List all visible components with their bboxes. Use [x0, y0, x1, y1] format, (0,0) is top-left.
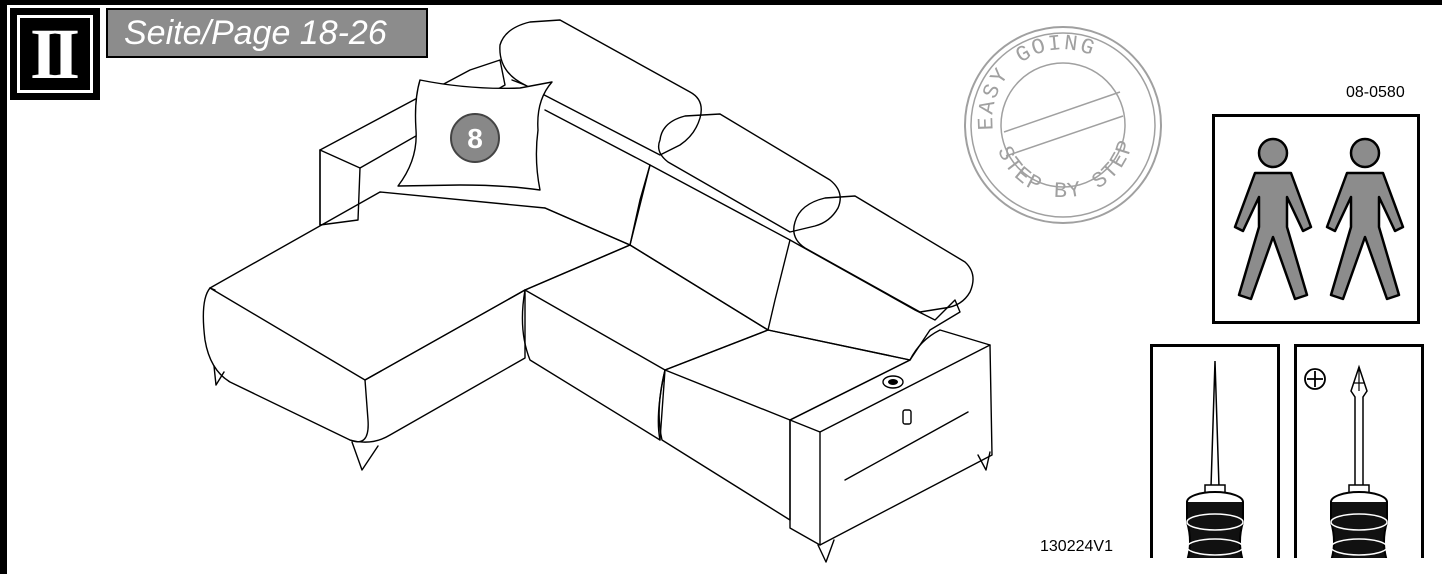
armrest-wireless-charger [882, 375, 904, 389]
easy-going-stamp: EASY GOING STEP BY STEP [964, 26, 1162, 224]
section-numeral: II [29, 14, 80, 94]
stamp-bottom-text: STEP BY STEP [991, 136, 1140, 205]
section-badge-border: II [17, 15, 93, 93]
back-cushion-middle [629, 164, 791, 331]
headrest-right [793, 195, 974, 313]
section-badge: II [10, 8, 100, 100]
middle-seat [524, 244, 769, 371]
arm-leg-back [977, 451, 991, 471]
headrest-left [499, 19, 702, 156]
chaise-seat [209, 191, 631, 381]
article-code: 08-0580 [1346, 84, 1405, 101]
page-reference-text: Seite/Page 18-26 [124, 13, 387, 52]
page-reference-tab: Seite/Page 18-26 [106, 8, 428, 58]
back-cushion-right [767, 239, 961, 361]
two-persons-icon [1233, 137, 1405, 301]
chaise-leg-left [213, 365, 225, 386]
arm-leg-front [817, 539, 835, 563]
part-number-callout [450, 113, 500, 163]
headrest-middle [657, 113, 841, 233]
awl-tool-box [1150, 344, 1280, 558]
chaise-leg-front [351, 441, 379, 471]
right-seat [664, 329, 911, 421]
phillips-screwdriver-box [1294, 344, 1424, 558]
part-number: 8 [467, 123, 483, 154]
awl-icon [1186, 360, 1244, 558]
stamp-top-text: EASY GOING [974, 31, 1099, 131]
right-armrest [789, 329, 993, 546]
phillips-screwdriver-icon [1304, 364, 1388, 558]
armrest-usb-port [902, 409, 912, 425]
two-person-requirement [1212, 114, 1420, 324]
version-code: 130224V1 [1040, 538, 1113, 555]
